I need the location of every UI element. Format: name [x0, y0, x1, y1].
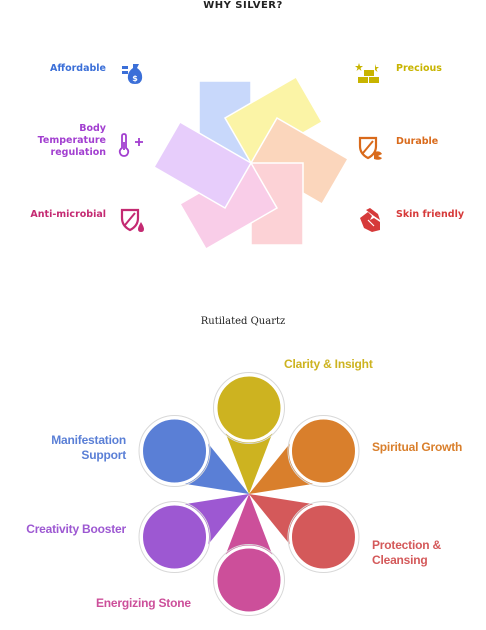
- money-bag-icon: $: [122, 64, 143, 84]
- label-manifestation-support: Manifestation Support: [51, 433, 126, 462]
- label-affordable: Affordable: [50, 63, 106, 74]
- quartz-petal-1: [213, 372, 285, 494]
- shield-tool-icon: [358, 136, 382, 160]
- quartz-petals: [138, 372, 360, 616]
- quartz-petal-6: [138, 415, 249, 494]
- quartz-petal-4: [213, 494, 285, 616]
- svg-text:$: $: [132, 74, 138, 83]
- label-skin-friendly: Skin friendly: [396, 209, 465, 220]
- quartz-petal-3: [249, 494, 360, 573]
- bottom-diagram-title: Rutilated Quartz: [200, 316, 286, 327]
- petal-purple: [152, 120, 253, 210]
- label-spiritual-growth: Spiritual Growth: [372, 440, 463, 454]
- gold-bars-icon: [355, 63, 379, 83]
- label-durable: Durable: [396, 136, 439, 147]
- label-protection-cleansing: Protection & Cleansing: [372, 538, 441, 567]
- label-body-temperature: Body Temperature regulation: [37, 123, 106, 158]
- label-anti-microbial: Anti-microbial: [30, 209, 106, 220]
- top-diagram-title: WHY SILVER?: [203, 0, 283, 11]
- label-clarity-insight: Clarity & Insight: [284, 357, 373, 371]
- shield-drop-icon: [120, 208, 144, 232]
- label-creativity-booster: Creativity Booster: [26, 522, 126, 536]
- thermometer-plus-icon: [118, 133, 143, 157]
- label-energizing-stone: Energizing Stone: [96, 596, 191, 610]
- silver-petals: [152, 75, 350, 251]
- label-precious: Precious: [396, 63, 442, 74]
- quartz-petal-2: [249, 415, 360, 494]
- hands-icon: [360, 208, 380, 232]
- quartz-petal-5: [138, 494, 249, 573]
